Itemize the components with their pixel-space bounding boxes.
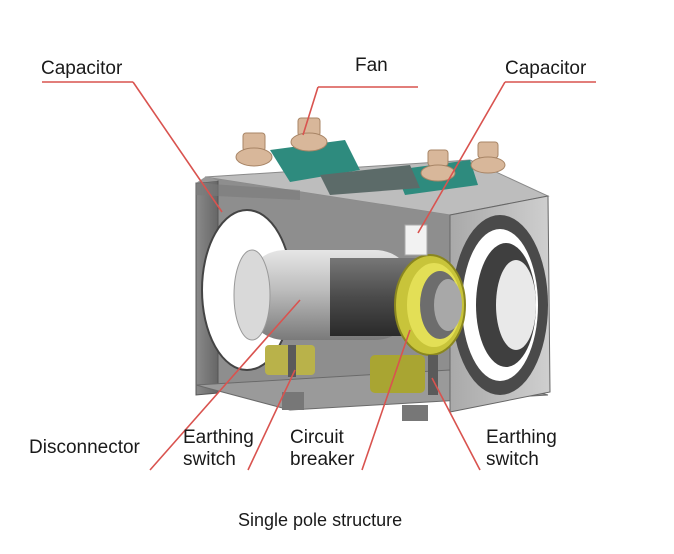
leader-capacitor-left-diag (132, 81, 223, 213)
label-circuit-breaker: Circuit breaker (290, 427, 354, 471)
label-disconnector: Disconnector (29, 437, 140, 458)
label-circuit-breaker-line1: Circuit (290, 427, 344, 448)
figure-caption: Single pole structure (238, 510, 403, 530)
label-earthing-switch-right-line2: switch (486, 449, 539, 470)
disconnector-body (233, 249, 425, 341)
label-circuit-breaker-line2: breaker (290, 449, 355, 470)
fan-body-left (270, 140, 360, 182)
label-earthing-switch-left: Earthing switch (183, 427, 254, 471)
leader-lines (42, 81, 596, 471)
label-earthing-switch-right-line1: Earthing (486, 427, 557, 448)
leader-earthing-right (431, 377, 481, 471)
top-components (235, 117, 506, 256)
label-earthing-switch-right: Earthing switch (486, 427, 557, 471)
earthing-switch-parts (265, 345, 438, 421)
label-capacitor-left: Capacitor (41, 58, 123, 79)
leader-fan-diag (302, 86, 319, 136)
circuit-breaker-body (370, 254, 466, 393)
label-earthing-switch-left-line2: switch (183, 449, 236, 470)
leader-capacitor-right-diag (417, 81, 506, 234)
label-capacitor-right: Capacitor (505, 58, 587, 79)
label-earthing-switch-left-line1: Earthing (183, 427, 254, 448)
leader-circuit-breaker (361, 329, 411, 471)
leader-disconnector (149, 299, 301, 471)
label-fan: Fan (355, 55, 388, 76)
leader-earthing-left (247, 369, 296, 471)
